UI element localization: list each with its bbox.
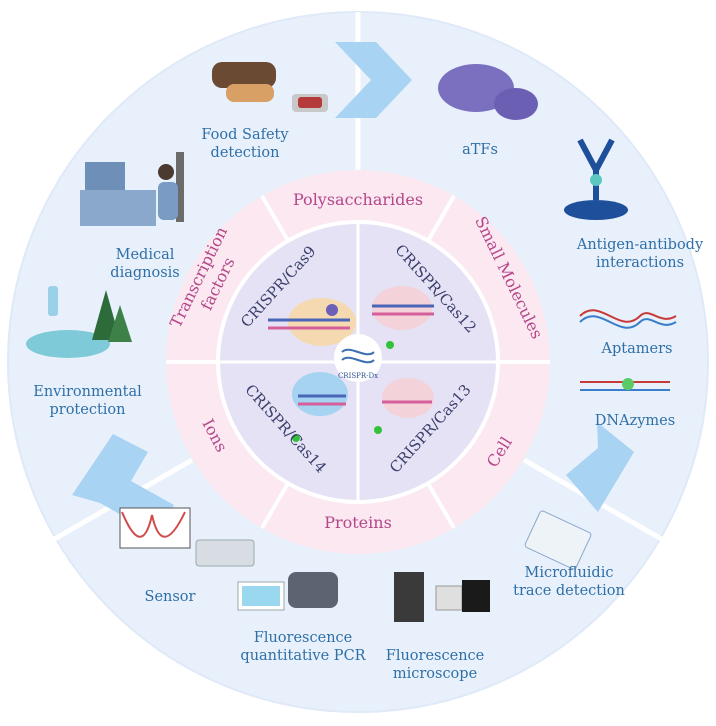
label-microfluidic-line1: Microfluidic	[524, 565, 614, 581]
target-polysaccharides: Polysaccharides	[293, 190, 423, 209]
label-food-safety-line1: Food Safety	[201, 127, 289, 143]
label-medical-line2: diagnosis	[110, 265, 180, 281]
label-pcr-line2: quantitative PCR	[240, 648, 366, 664]
chip-icon	[524, 510, 592, 570]
label-microscope-line2: microscope	[392, 666, 478, 682]
nature-icon	[26, 286, 132, 358]
dna-icon	[341, 348, 375, 364]
label-food-safety: Food Safety detection	[190, 126, 300, 162]
label-environmental-line2: protection	[49, 402, 126, 418]
center-badge	[334, 334, 382, 382]
label-microfluidic-line2: trace detection	[513, 583, 625, 599]
hospital-icon	[80, 152, 184, 226]
label-antigen-line1: Antigen-antibody	[576, 237, 704, 253]
label-antigen: Antigen-antibody interactions	[570, 236, 710, 272]
arrow-right	[566, 422, 634, 512]
label-medical-line1: Medical	[115, 247, 175, 263]
label-microfluidic: Microfluidic trace detection	[508, 564, 630, 600]
label-pcr: Fluorescence quantitative PCR	[228, 629, 378, 665]
label-sensor: Sensor	[144, 589, 196, 605]
label-environmental: Environmental protection	[30, 383, 145, 419]
label-microscope-line1: Fluorescence	[385, 648, 485, 664]
cas14-illustration	[292, 372, 348, 442]
target-proteins: Proteins	[324, 513, 392, 532]
cas12-illustration	[372, 286, 434, 349]
pcr-icon	[237, 572, 338, 611]
label-environmental-line1: Environmental	[33, 384, 142, 400]
label-microscope: Fluorescence microscope	[380, 647, 490, 683]
microscope-icon	[394, 572, 490, 622]
cas9-illustration	[268, 298, 356, 346]
aptamer-icon	[579, 309, 677, 329]
dnazyme-icon	[580, 378, 670, 391]
sensor-icon	[119, 507, 255, 567]
label-atfs: aTFs	[462, 142, 498, 158]
label-medical: Medical diagnosis	[100, 246, 190, 282]
label-food-safety-line2: detection	[210, 145, 280, 161]
cas13-illustration	[374, 378, 434, 434]
label-antigen-line2: interactions	[595, 255, 685, 271]
livestock-icon	[212, 62, 328, 112]
protein-icon	[438, 64, 538, 120]
label-dnazymes: DNAzymes	[594, 413, 676, 429]
arrow-top	[335, 42, 412, 118]
label-aptamers: Aptamers	[601, 341, 673, 357]
antibody-icon	[564, 138, 628, 220]
label-pcr-line1: Fluorescence	[253, 630, 353, 646]
center-label: CRISPR-Dx	[338, 372, 378, 380]
